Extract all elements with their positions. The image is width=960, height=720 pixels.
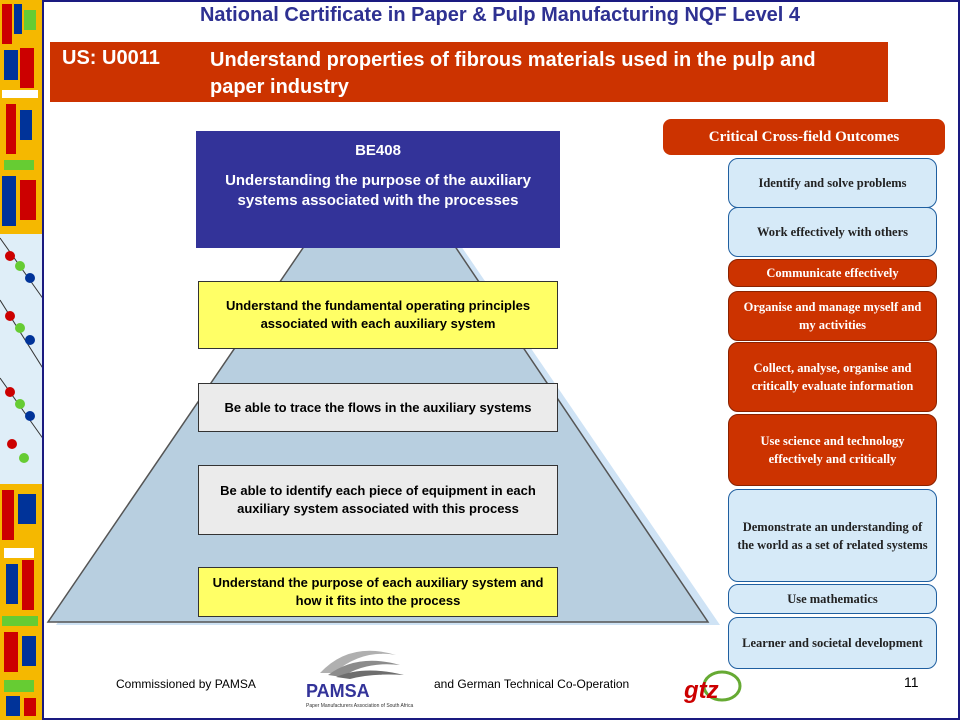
critical-outcome-item: Organise and manage myself and my activi…: [728, 291, 937, 341]
page-number: 11: [904, 674, 919, 690]
frame-bottom-line: [44, 718, 960, 720]
critical-outcome-item: Work effectively with others: [728, 207, 937, 257]
decorative-border-strip: [0, 0, 44, 720]
be-box: BE408 Understanding the purpose of the a…: [196, 131, 560, 248]
border-pattern-graphic: [0, 0, 42, 720]
gtz-logo: gtz: [683, 670, 742, 704]
gtz-logo-text: gtz: [683, 677, 719, 704]
frame-right-line: [958, 0, 960, 720]
critical-outcome-item: Identify and solve problems: [728, 158, 937, 208]
footer-commissioned: Commissioned by PAMSA: [116, 677, 256, 691]
page-title: National Certificate in Paper & Pulp Man…: [199, 4, 801, 26]
critical-outcome-item: Collect, analyse, organise and criticall…: [728, 342, 937, 412]
footer-cooperation: and German Technical Co-Operation: [434, 677, 630, 691]
critical-outcome-item: Use science and technology effectively a…: [728, 414, 937, 486]
outcome-item: Understand the purpose of each auxiliary…: [198, 567, 558, 617]
pamsa-logo: PAMSA Paper Manufacturers Association of…: [306, 650, 413, 709]
pamsa-logo-subtext: Paper Manufacturers Association of South…: [306, 703, 413, 709]
outcome-item: Be able to trace the flows in the auxili…: [198, 383, 558, 432]
outcome-item: Be able to identify each piece of equipm…: [198, 465, 558, 535]
outcome-item: Understand the fundamental operating pri…: [198, 281, 558, 349]
be-code: BE408: [355, 142, 401, 159]
critical-outcomes-header: Critical Cross-field Outcomes: [663, 119, 945, 155]
unit-standard-banner: US: U0011 Understand properties of fibro…: [50, 42, 888, 102]
critical-outcome-item: Learner and societal development: [728, 617, 937, 669]
unit-standard-description: Understand properties of fibrous materia…: [210, 49, 816, 98]
be-title: Understanding the purpose of the auxilia…: [225, 172, 531, 209]
critical-outcome-item: Demonstrate an understanding of the worl…: [728, 489, 937, 582]
frame-top-line: [44, 0, 960, 2]
critical-outcome-item: Communicate effectively: [728, 259, 937, 287]
unit-standard-code: US: U0011: [62, 47, 160, 69]
critical-outcome-item: Use mathematics: [728, 584, 937, 614]
pamsa-logo-text: PAMSA: [306, 681, 370, 701]
